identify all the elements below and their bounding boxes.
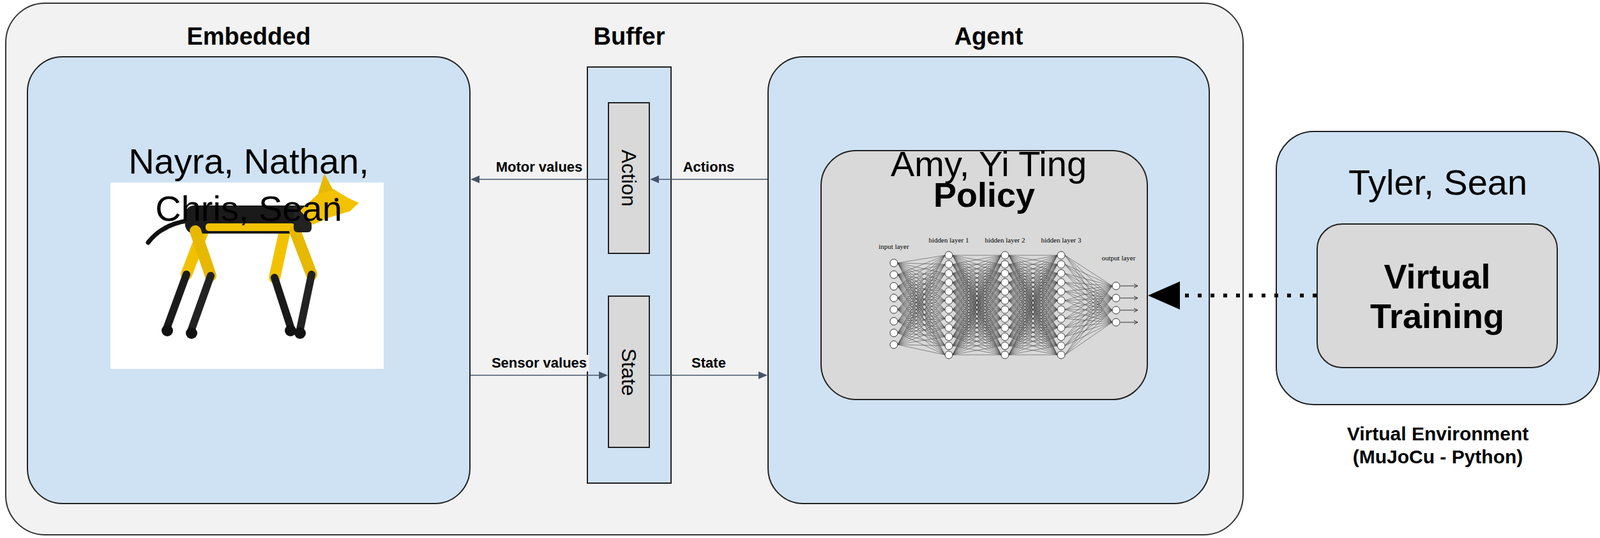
network-neuron bbox=[1001, 287, 1009, 296]
arrow-head bbox=[470, 175, 480, 184]
network-neuron bbox=[1001, 333, 1009, 341]
layer-label: hidden layer 1 bbox=[928, 236, 970, 245]
network-neuron bbox=[1057, 279, 1065, 287]
signal-arrow bbox=[649, 371, 768, 380]
network-neuron bbox=[944, 342, 953, 350]
network-neuron bbox=[890, 305, 898, 314]
network-neuron bbox=[1001, 314, 1009, 323]
edge-label: State bbox=[688, 354, 729, 372]
team-names: Tyler, Sean bbox=[1289, 160, 1586, 205]
network-neuron bbox=[890, 294, 898, 302]
edge-label: Actions bbox=[680, 158, 738, 176]
dotted-training-arrow bbox=[1147, 281, 1317, 310]
connector-line bbox=[1179, 293, 1317, 298]
network-neuron bbox=[944, 296, 953, 305]
network-neuron bbox=[1057, 333, 1065, 341]
box-title: Policy bbox=[834, 174, 1134, 216]
network-neuron bbox=[944, 251, 953, 260]
network-neuron bbox=[944, 314, 953, 323]
network-neuron bbox=[890, 329, 898, 338]
neural-network-picture bbox=[890, 251, 1138, 359]
signal-arrow bbox=[649, 175, 768, 184]
network-neuron bbox=[944, 351, 953, 359]
network-neuron bbox=[1057, 296, 1065, 305]
network-neuron bbox=[1001, 324, 1009, 333]
network-neuron bbox=[1057, 251, 1065, 260]
virtual-training-box: Virtual Training bbox=[1316, 223, 1558, 369]
network-neuron bbox=[944, 305, 953, 314]
panel-heading: Embedded bbox=[28, 21, 470, 52]
network-neuron bbox=[1112, 294, 1120, 302]
network-neuron bbox=[1001, 305, 1009, 314]
signal-arrow bbox=[470, 175, 608, 184]
arrow-head bbox=[649, 175, 659, 184]
edge-label: Motor values bbox=[493, 158, 586, 176]
edge-label: Sensor values bbox=[489, 354, 590, 372]
network-neuron bbox=[1057, 287, 1065, 296]
network-neuron bbox=[944, 279, 953, 287]
signal-arrow bbox=[470, 371, 608, 380]
connector-line bbox=[470, 374, 599, 377]
arrow-head bbox=[758, 371, 768, 380]
connector-line bbox=[658, 178, 768, 181]
network-neuron bbox=[1001, 260, 1009, 269]
panel-heading: Buffer bbox=[543, 21, 716, 52]
state-slot: State bbox=[607, 295, 650, 449]
network-neuron bbox=[890, 270, 898, 279]
network-neuron bbox=[890, 259, 898, 267]
network-neuron bbox=[1057, 324, 1065, 333]
network-neuron bbox=[1057, 269, 1065, 278]
outer-container bbox=[5, 3, 1244, 536]
network-neuron bbox=[1001, 296, 1009, 305]
network-neuron bbox=[944, 333, 953, 341]
action-slot: Action bbox=[607, 102, 650, 255]
network-neuron bbox=[944, 324, 953, 333]
buffer-panel: BufferActionState bbox=[586, 66, 672, 484]
arrow-head bbox=[598, 371, 608, 380]
layer-label: output layer bbox=[1101, 254, 1136, 263]
panel-heading: Agent bbox=[768, 21, 1209, 52]
network-neuron bbox=[1057, 314, 1065, 323]
network-neuron bbox=[944, 287, 953, 296]
network-outputs bbox=[1120, 284, 1138, 325]
layer-label: hidden layer 3 bbox=[1041, 236, 1082, 245]
network-neuron bbox=[1112, 306, 1120, 315]
network-neuron bbox=[1057, 351, 1065, 359]
box-title: Virtual Training bbox=[1317, 256, 1557, 336]
network-neuron bbox=[1001, 279, 1009, 287]
network-neuron bbox=[1001, 269, 1009, 278]
network-neuron bbox=[890, 340, 898, 349]
layer-label: hidden layer 2 bbox=[985, 236, 1026, 245]
network-neuron bbox=[1001, 251, 1009, 260]
network-neuron bbox=[1057, 305, 1065, 314]
network-neuron bbox=[890, 317, 898, 325]
connector-line bbox=[479, 178, 608, 181]
network-neuron bbox=[1112, 318, 1120, 327]
network-neuron bbox=[944, 260, 953, 269]
network-neuron bbox=[1112, 282, 1120, 290]
network-links bbox=[897, 255, 1113, 355]
slot-label: State bbox=[616, 347, 642, 396]
virtual-environment-panel: Tyler, SeanVirtual Environment (MuJoCu -… bbox=[1275, 130, 1600, 406]
connector-line bbox=[649, 374, 759, 377]
slot-label: Action bbox=[616, 150, 642, 207]
robot-dog-picture bbox=[110, 173, 384, 370]
arrow-head bbox=[1147, 281, 1180, 310]
team-names: Nayra, Nathan, Chris, Sean bbox=[91, 137, 406, 233]
layer-label: input layer bbox=[878, 242, 909, 251]
network-neuron bbox=[1057, 260, 1065, 269]
policy-box: Policy bbox=[820, 150, 1148, 401]
network-neuron bbox=[1001, 342, 1009, 350]
network-neuron bbox=[890, 282, 898, 291]
network-neuron bbox=[1057, 342, 1065, 350]
panel-caption: Virtual Environment (MuJoCu - Python) bbox=[1310, 422, 1566, 469]
network-neuron bbox=[944, 269, 953, 278]
network-neuron bbox=[1001, 351, 1009, 359]
